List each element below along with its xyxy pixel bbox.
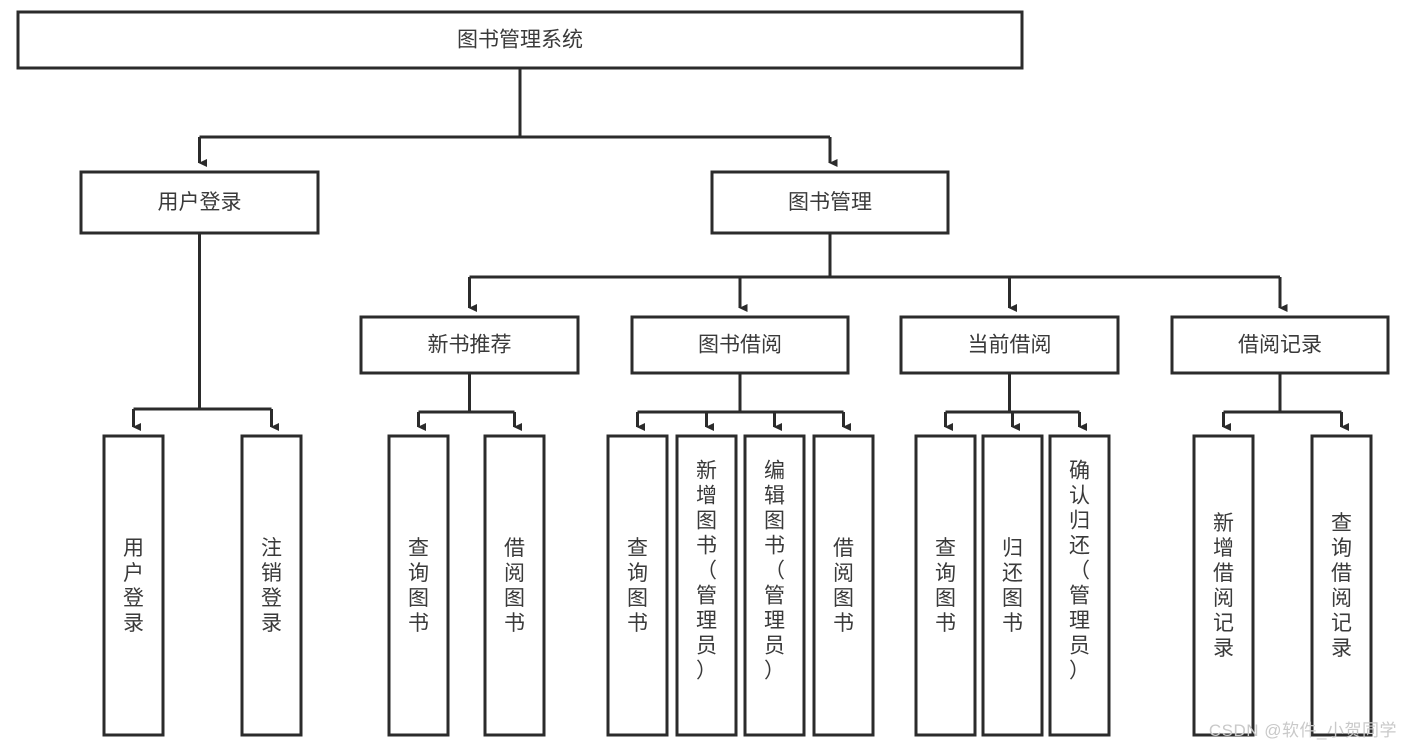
node-leaf-query-book-2[interactable]: 查询图书: [606, 434, 669, 737]
node-leaf-query-book-1-label: 查询图书: [408, 537, 429, 635]
node-leaf-return-book-label: 归还图书: [1002, 537, 1023, 635]
node-root-label: 图书管理系统: [457, 29, 583, 52]
node-new-book-recommend-label: 新书推荐: [428, 334, 512, 357]
node-book-borrow-label: 图书借阅: [698, 334, 782, 357]
node-new-book-recommend-box[interactable]: [359, 315, 580, 375]
node-new-book-recommend[interactable]: 新书推荐: [359, 315, 580, 375]
node-current-borrow[interactable]: 当前借阅: [899, 315, 1120, 375]
node-book-management-box[interactable]: [710, 170, 950, 235]
node-book-borrow-box[interactable]: [630, 315, 850, 375]
node-leaf-query-book-2-box[interactable]: [606, 434, 669, 737]
node-leaf-add-book[interactable]: 新增图书（管理员）: [675, 434, 738, 737]
node-borrow-records[interactable]: 借阅记录: [1170, 315, 1390, 375]
node-leaf-edit-book[interactable]: 编辑图书（管理员）: [743, 434, 806, 737]
node-leaf-return-book[interactable]: 归还图书: [981, 434, 1044, 737]
node-leaf-query-record-box[interactable]: [1310, 434, 1373, 737]
node-leaf-user-login-label: 用户登录: [123, 537, 144, 635]
node-borrow-records-box[interactable]: [1170, 315, 1390, 375]
node-leaf-edit-book-box[interactable]: [743, 434, 806, 737]
node-leaf-add-record-box[interactable]: [1192, 434, 1255, 737]
node-leaf-add-record[interactable]: 新增借阅记录: [1192, 434, 1255, 737]
node-leaf-query-book-1-box[interactable]: [387, 434, 450, 737]
node-layer: 图书管理系统用户登录图书管理新书推荐图书借阅当前借阅借阅记录用户登录注销登录查询…: [16, 10, 1390, 737]
node-user-login[interactable]: 用户登录: [79, 170, 320, 235]
node-leaf-borrow-book-1[interactable]: 借阅图书: [483, 434, 546, 737]
node-current-borrow-label: 当前借阅: [968, 334, 1052, 357]
node-leaf-confirm-return-box[interactable]: [1048, 434, 1111, 737]
node-leaf-borrow-book-2-box[interactable]: [812, 434, 875, 737]
node-leaf-query-book-1[interactable]: 查询图书: [387, 434, 450, 737]
node-leaf-add-record-label: 新增借阅记录: [1213, 512, 1234, 660]
node-leaf-query-book-3-label: 查询图书: [935, 537, 956, 635]
node-leaf-add-book-label: 新增图书（管理员）: [696, 460, 717, 683]
node-leaf-query-record[interactable]: 查询借阅记录: [1310, 434, 1373, 737]
node-leaf-user-login-box[interactable]: [102, 434, 165, 737]
node-leaf-add-book-box[interactable]: [675, 434, 738, 737]
node-leaf-user-logout[interactable]: 注销登录: [240, 434, 303, 737]
watermark-label: CSDN @软件_小贺同学: [1208, 721, 1397, 740]
node-book-borrow[interactable]: 图书借阅: [630, 315, 850, 375]
node-book-management[interactable]: 图书管理: [710, 170, 950, 235]
node-leaf-user-logout-box[interactable]: [240, 434, 303, 737]
node-leaf-edit-book-label: 编辑图书（管理员）: [764, 460, 785, 683]
node-leaf-query-record-label: 查询借阅记录: [1331, 512, 1352, 660]
node-leaf-query-book-3[interactable]: 查询图书: [914, 434, 977, 737]
node-leaf-borrow-book-1-box[interactable]: [483, 434, 546, 737]
node-leaf-borrow-book-2-label: 借阅图书: [833, 537, 854, 635]
node-leaf-query-book-2-label: 查询图书: [627, 537, 648, 635]
node-borrow-records-label: 借阅记录: [1238, 334, 1322, 357]
node-book-management-label: 图书管理: [788, 191, 872, 214]
node-leaf-user-logout-label: 注销登录: [261, 537, 282, 635]
node-user-login-label: 用户登录: [158, 191, 242, 214]
node-root[interactable]: 图书管理系统: [16, 10, 1024, 70]
node-leaf-user-login[interactable]: 用户登录: [102, 434, 165, 737]
node-leaf-confirm-return-label: 确认归还（管理员）: [1069, 460, 1090, 683]
node-leaf-confirm-return[interactable]: 确认归还（管理员）: [1048, 434, 1111, 737]
node-leaf-query-book-3-box[interactable]: [914, 434, 977, 737]
node-root-box[interactable]: [16, 10, 1024, 70]
connector-layer: [132, 68, 1350, 432]
node-current-borrow-box[interactable]: [899, 315, 1120, 375]
node-leaf-borrow-book-2[interactable]: 借阅图书: [812, 434, 875, 737]
node-user-login-box[interactable]: [79, 170, 320, 235]
node-leaf-borrow-book-1-label: 借阅图书: [504, 537, 525, 635]
node-leaf-return-book-box[interactable]: [981, 434, 1044, 737]
